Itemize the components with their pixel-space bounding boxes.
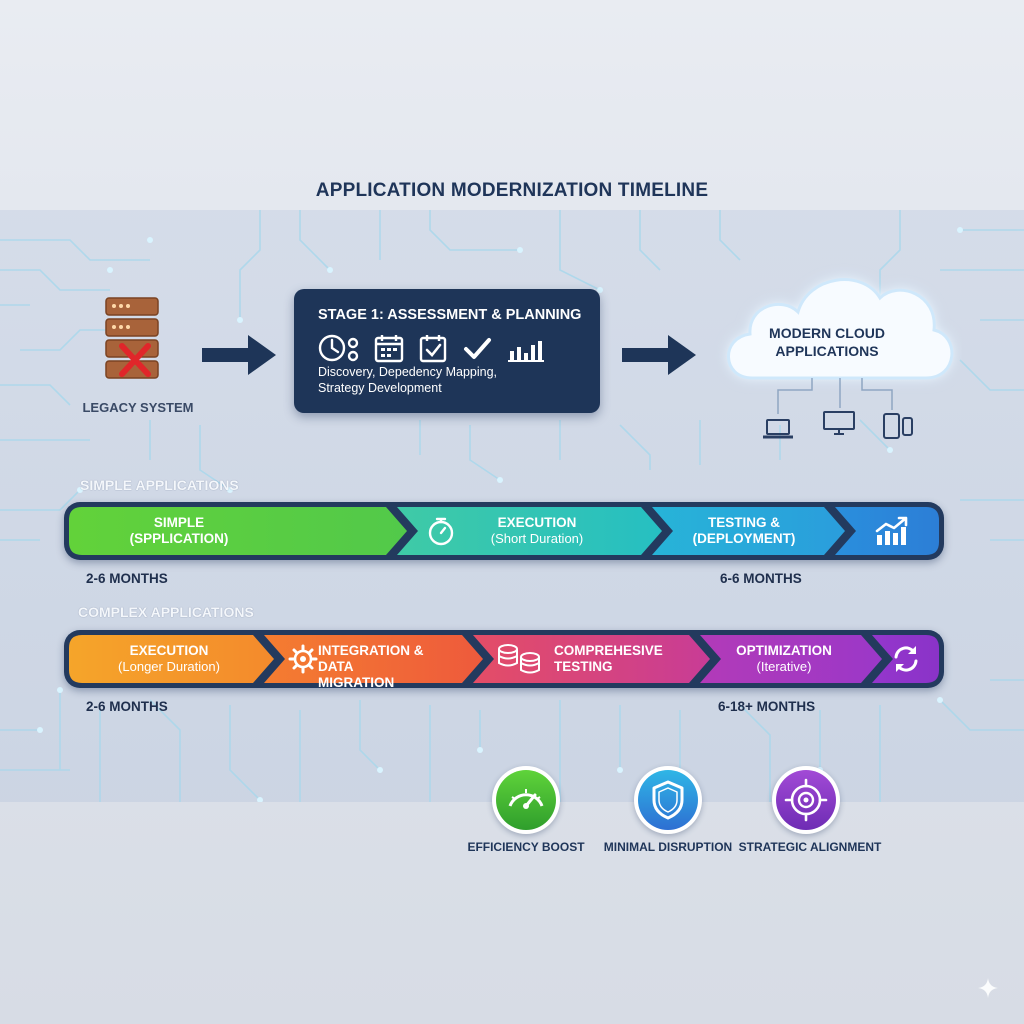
complex-segment-3 — [473, 635, 710, 683]
stage-1-title: STAGE 1: ASSESSMENT & PLANNING — [318, 307, 582, 323]
bar-chart-icon — [508, 341, 544, 362]
complex-timeline-bar: EXECUTION (Longer Duration) INTEGRATION … — [64, 630, 944, 691]
simple-duration-left: 2-6 MONTHS — [86, 571, 168, 586]
complex-segment-1 — [69, 635, 274, 683]
segment-line2: (Short Duration) — [490, 531, 584, 546]
simple-timeline-bar: SIMPLE (SPPLICATION) EXECUTION (Short Du… — [64, 502, 944, 560]
segment-line2: (Iterative) — [756, 659, 812, 674]
complex-segment-1-label: EXECUTION (Longer Duration) — [94, 643, 244, 675]
arrow-right-icon — [622, 335, 696, 375]
simple-segment-1-label: SIMPLE (SPPLICATION) — [104, 515, 254, 547]
complex-segment-4-label: OPTIMIZATION (Iterative) — [724, 643, 844, 675]
laptop-icon — [762, 418, 794, 445]
page-title: APPLICATION MODERNIZATION TIMELINE — [315, 180, 709, 201]
target-icon — [772, 766, 840, 834]
segment-line2: (Longer Duration) — [118, 659, 220, 674]
segment-line1: EXECUTION — [129, 643, 209, 658]
stage-1-card: STAGE 1: ASSESSMENT & PLANNING Discover — [294, 289, 600, 413]
segment-line2: (SPPLICATION) — [129, 531, 229, 546]
stage-1-desc-line1: Discovery, Depedency Mapping, — [318, 365, 498, 379]
complex-segment-5 — [872, 635, 939, 683]
simple-segment-2-label: EXECUTION (Short Duration) — [462, 515, 612, 547]
simple-segment-3 — [652, 507, 845, 555]
phone-tablet-icon — [882, 412, 914, 445]
benefit-label: MINIMAL DISRUPTION — [603, 840, 733, 854]
complex-segment-2-label: INTEGRATION & DATA MIGRATION — [318, 643, 428, 691]
segment-line1: OPTIMIZATION — [736, 643, 832, 658]
modern-cloud: MODERN CLOUD APPLICATIONS — [712, 250, 962, 450]
segment-line1: SIMPLE — [153, 515, 205, 530]
sparkle-icon — [978, 978, 998, 998]
simple-duration-right: 6-6 MONTHS — [720, 571, 802, 586]
segment-line2: TESTING — [554, 659, 613, 674]
checklist-icon — [419, 335, 447, 363]
stage-1-description: Discovery, Depedency Mapping, Strategy D… — [318, 364, 578, 396]
cloud-label-line1: MODERN CLOUD — [769, 325, 885, 341]
segment-line1: INTEGRATION & — [318, 643, 424, 658]
complex-segment-2 — [264, 635, 483, 683]
checkmark-icon — [464, 338, 491, 359]
benefit-label: STRATEGIC ALIGNMENT — [738, 840, 882, 854]
shield-icon — [634, 766, 702, 834]
simple-bar-segments — [69, 507, 939, 555]
complex-segment-4 — [700, 635, 882, 683]
stage-1-desc-line2: Strategy Development — [318, 381, 442, 395]
cloud-label-line2: APPLICATIONS — [775, 343, 879, 359]
segment-line1: TESTING & — [707, 515, 780, 530]
complex-duration-left: 2-6 MONTHS — [86, 699, 168, 714]
segment-line1: COMPREHESIVE — [554, 643, 663, 658]
segment-line2: DATA MIGRATION — [318, 659, 395, 690]
cloud-icon — [727, 278, 954, 414]
complex-bar-segments — [69, 635, 939, 683]
simple-section-label: SIMPLE APPLICATIONS — [80, 477, 239, 493]
speedometer-icon — [492, 766, 560, 834]
monitor-icon — [822, 410, 856, 441]
server-x-icon — [104, 296, 160, 380]
arrow-right-icon — [202, 335, 276, 375]
complex-duration-right: 6-18+ MONTHS — [718, 699, 816, 714]
clock-gear-icon — [318, 334, 359, 362]
segment-line2: (DEPLOYMENT) — [692, 531, 796, 546]
segment-line1: EXECUTION — [497, 515, 577, 530]
stage-1-icons — [318, 333, 546, 363]
benefit-label: EFFICIENCY BOOST — [467, 840, 585, 854]
simple-segment-1 — [69, 507, 407, 555]
simple-segment-2 — [397, 507, 662, 555]
cloud-label: MODERN CLOUD APPLICATIONS — [752, 324, 902, 360]
legacy-system-label: LEGACY SYSTEM — [82, 400, 194, 415]
complex-section-label: COMPLEX APPLICATIONS — [78, 604, 254, 620]
calendar-icon — [374, 335, 404, 363]
simple-segment-3-label: TESTING & (DEPLOYMENT) — [674, 515, 814, 547]
complex-segment-3-label: COMPREHESIVE TESTING — [554, 643, 674, 675]
